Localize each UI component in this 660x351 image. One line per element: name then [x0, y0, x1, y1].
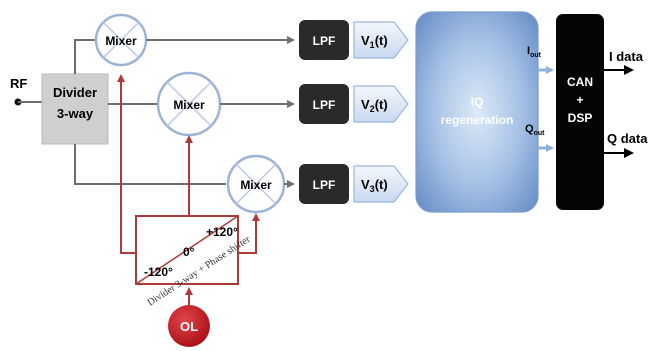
ps-m120-label: -120° — [144, 265, 173, 279]
v2-block: V2(t) — [353, 85, 409, 123]
v3-label: V3(t) — [361, 177, 388, 194]
branch-1 — [74, 39, 96, 74]
mixer-2-label: Mixer — [173, 98, 205, 112]
iq-label-1: IQ — [471, 95, 484, 109]
lo-wire-p120 — [238, 213, 260, 254]
mixer-1-label: Mixer — [105, 34, 137, 48]
mixer-3: Mixer — [226, 154, 286, 214]
rf-branches — [74, 39, 226, 185]
i-data-label: I data — [609, 49, 644, 64]
rf-label: RF — [10, 76, 27, 91]
mixer-lpf-wires — [146, 36, 295, 188]
lpf-3: LPF — [299, 164, 349, 204]
iq-regeneration: IQ regeneration — [415, 11, 539, 213]
q-out-label: Qout — [525, 123, 545, 137]
v2-label: V2(t) — [361, 97, 388, 114]
data-outputs: I data Q data — [604, 49, 648, 158]
divider-box — [41, 73, 109, 145]
mixer-2: Mixer — [156, 71, 222, 137]
i-out-label: Iout — [527, 45, 542, 59]
lpf-1-label: LPF — [313, 34, 336, 48]
divider-label-2: 3-way — [57, 106, 94, 121]
ol-source: OL — [168, 305, 210, 347]
v1-block: V1(t) — [353, 21, 409, 59]
iq-outputs: Iout Qout — [525, 45, 554, 152]
iq-label-2: regeneration — [441, 113, 514, 127]
branch-3 — [74, 144, 226, 185]
mixer-1: Mixer — [94, 13, 148, 67]
ps-p120-label: +120° — [206, 225, 238, 239]
ps-0-label: 0° — [183, 245, 195, 259]
lpf-2: LPF — [299, 84, 349, 124]
phase-shifter: +120° 0° -120° Divider 3-way + Phase shi… — [135, 215, 253, 309]
divider-3way: Divider 3-way — [41, 73, 109, 145]
can-label-1: CAN — [567, 75, 593, 89]
v1-label: V1(t) — [361, 33, 388, 50]
q-data-label: Q data — [607, 131, 648, 146]
can-label-2: + — [576, 93, 583, 107]
v3-block: V3(t) — [353, 165, 409, 203]
can-label-3: DSP — [568, 111, 593, 125]
mixer-3-label: Mixer — [240, 178, 272, 192]
can-dsp: CAN + DSP — [556, 14, 604, 210]
rf-input: RF — [10, 76, 42, 106]
ol-label: OL — [180, 319, 198, 334]
lo-wires — [117, 74, 260, 305]
lo-wire-m120 — [117, 74, 136, 254]
lpf-1: LPF — [299, 20, 349, 60]
divider-label-1: Divider — [53, 85, 97, 100]
lpf-3-label: LPF — [313, 178, 336, 192]
lpf-2-label: LPF — [313, 98, 336, 112]
